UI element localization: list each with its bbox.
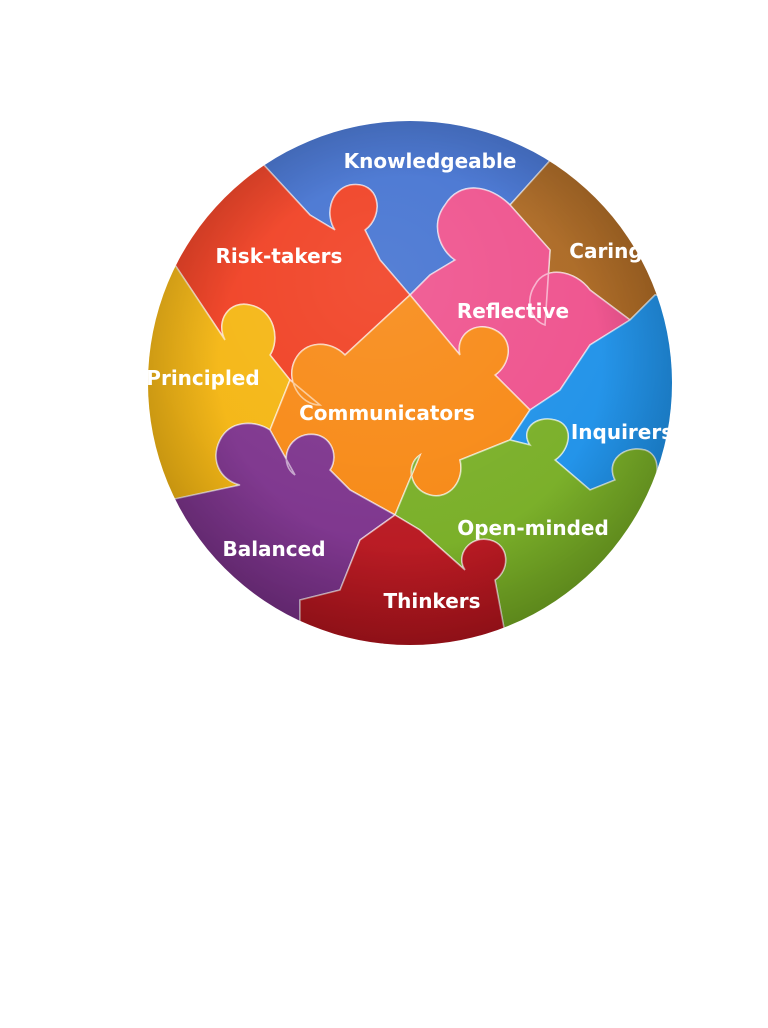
- label-reflective: Reflective: [457, 299, 569, 323]
- label-principled: Principled: [146, 366, 259, 390]
- edge-shade: [148, 121, 672, 645]
- label-caring: Caring: [569, 239, 642, 263]
- label-risk-takers: Risk-takers: [216, 244, 343, 268]
- label-balanced: Balanced: [222, 537, 325, 561]
- puzzle-disc: [148, 121, 672, 645]
- label-open-minded: Open-minded: [457, 516, 609, 540]
- label-thinkers: Thinkers: [383, 589, 480, 613]
- label-knowledgeable: Knowledgeable: [344, 149, 517, 173]
- label-inquirers: Inquirers: [571, 420, 673, 444]
- label-communicators: Communicators: [299, 401, 475, 425]
